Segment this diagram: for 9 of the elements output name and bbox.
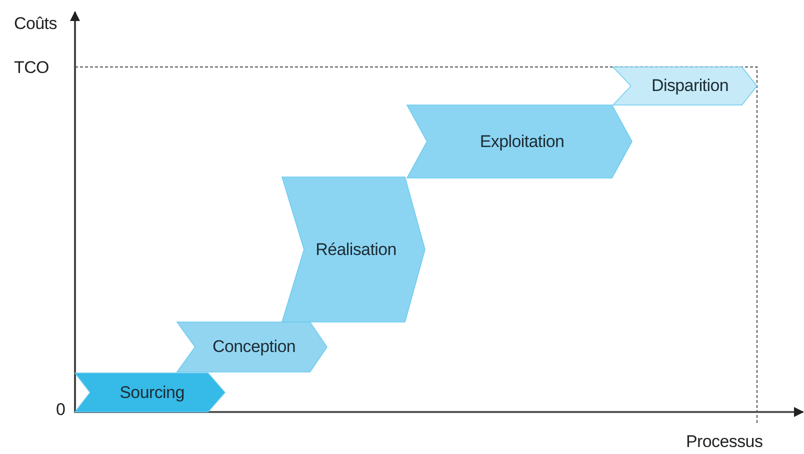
axis-tick-label: 0 <box>56 400 66 420</box>
phase-label: Disparition <box>652 76 728 96</box>
phase-label: Exploitation <box>480 132 564 152</box>
axis-title: Processus <box>686 432 763 452</box>
axis-tick-label: TCO <box>14 58 49 78</box>
phase-label: Réalisation <box>316 240 396 260</box>
axis-title: Coûts <box>14 14 57 34</box>
phase-label: Sourcing <box>120 382 184 402</box>
phase-label: Conception <box>212 337 296 357</box>
